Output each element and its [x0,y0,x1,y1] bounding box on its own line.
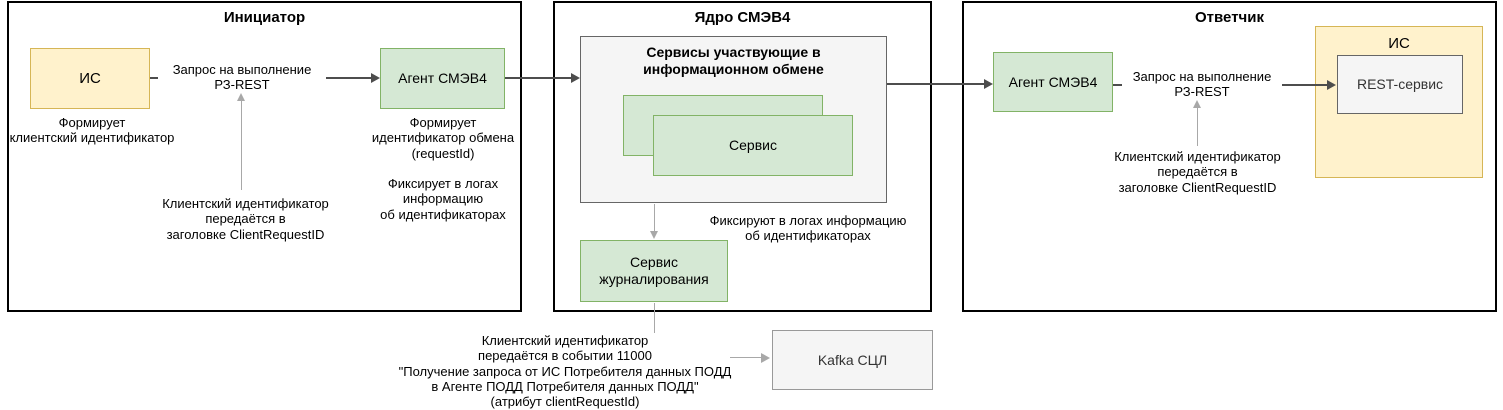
initiator-agent-caption-1: Формирует идентификатор обмена (requestI… [371,115,515,161]
kafka-arrowhead-icon [761,353,770,363]
core-to-responder-arrowhead-icon [984,79,993,89]
responder-is-box-label: ИС [1388,35,1410,52]
initiator-clientid-arrowhead-icon [237,93,245,101]
core-journal-arrow-line [654,204,655,231]
initiator-is-box-label: ИС [79,69,101,87]
agent-to-core-arrow-line [505,77,571,79]
core-journal-box: Сервис журналирования [580,240,728,302]
responder-agent-box-label: Агент СМЭВ4 [1008,73,1098,90]
initiator-section-title: Инициатор [223,9,306,26]
core-journal-box-label: Сервис журналирования [599,254,709,287]
core-journal-arrowhead-icon [650,231,658,239]
kafka-arrow-line [730,357,761,358]
responder-agent-box: Агент СМЭВ4 [993,52,1113,112]
initiator-request-arrowhead-icon [371,73,380,83]
core-to-responder-arrow-line [887,83,984,85]
kafka-event-annotation: Клиентский идентификатор передаётся в со… [398,333,732,410]
agent-to-core-arrowhead-icon [571,73,580,83]
core-section-title: Ядро СМЭВ4 [694,9,791,26]
responder-request-arrowhead-icon [1327,80,1336,90]
responder-request-label: Запрос на выполнение РЗ-REST [1122,69,1282,100]
responder-clientid-arrowhead-icon [1193,100,1201,108]
core-logs-annotation: Фиксируют в логах информацию об идентифи… [709,213,907,244]
responder-rest-box: REST-сервис [1337,55,1463,114]
initiator-agent-box-label: Агент СМЭВ4 [398,70,487,87]
responder-clientid-arrow-line [1197,108,1198,146]
kafka-box-label: Kafka СЦЛ [817,351,888,368]
core-services-container-title: Сервисы участвующие в информационном обм… [643,44,824,77]
initiator-agent-box: Агент СМЭВ4 [380,48,505,109]
responder-section-title: Ответчик [1195,9,1264,26]
initiator-is-caption: Формирует клиентский идентификатор [9,115,175,146]
initiator-is-box: ИС [30,48,150,109]
kafka-box: Kafka СЦЛ [772,330,933,390]
initiator-clientid-annotation: Клиентский идентификатор передаётся в за… [162,196,329,242]
core-service-box-label: Сервис [729,137,777,154]
responder-rest-box-label: REST-сервис [1356,76,1444,93]
journal-to-kafka-line [654,303,655,333]
core-service-box-front: Сервис [653,115,853,176]
responder-clientid-annotation: Клиентский идентификатор передаётся в за… [1114,149,1281,195]
initiator-request-label: Запрос на выполнение РЗ-REST [158,62,326,93]
initiator-agent-caption-2: Фиксирует в логах информацию об идентифи… [380,176,506,222]
initiator-clientid-arrow-line [241,101,242,190]
